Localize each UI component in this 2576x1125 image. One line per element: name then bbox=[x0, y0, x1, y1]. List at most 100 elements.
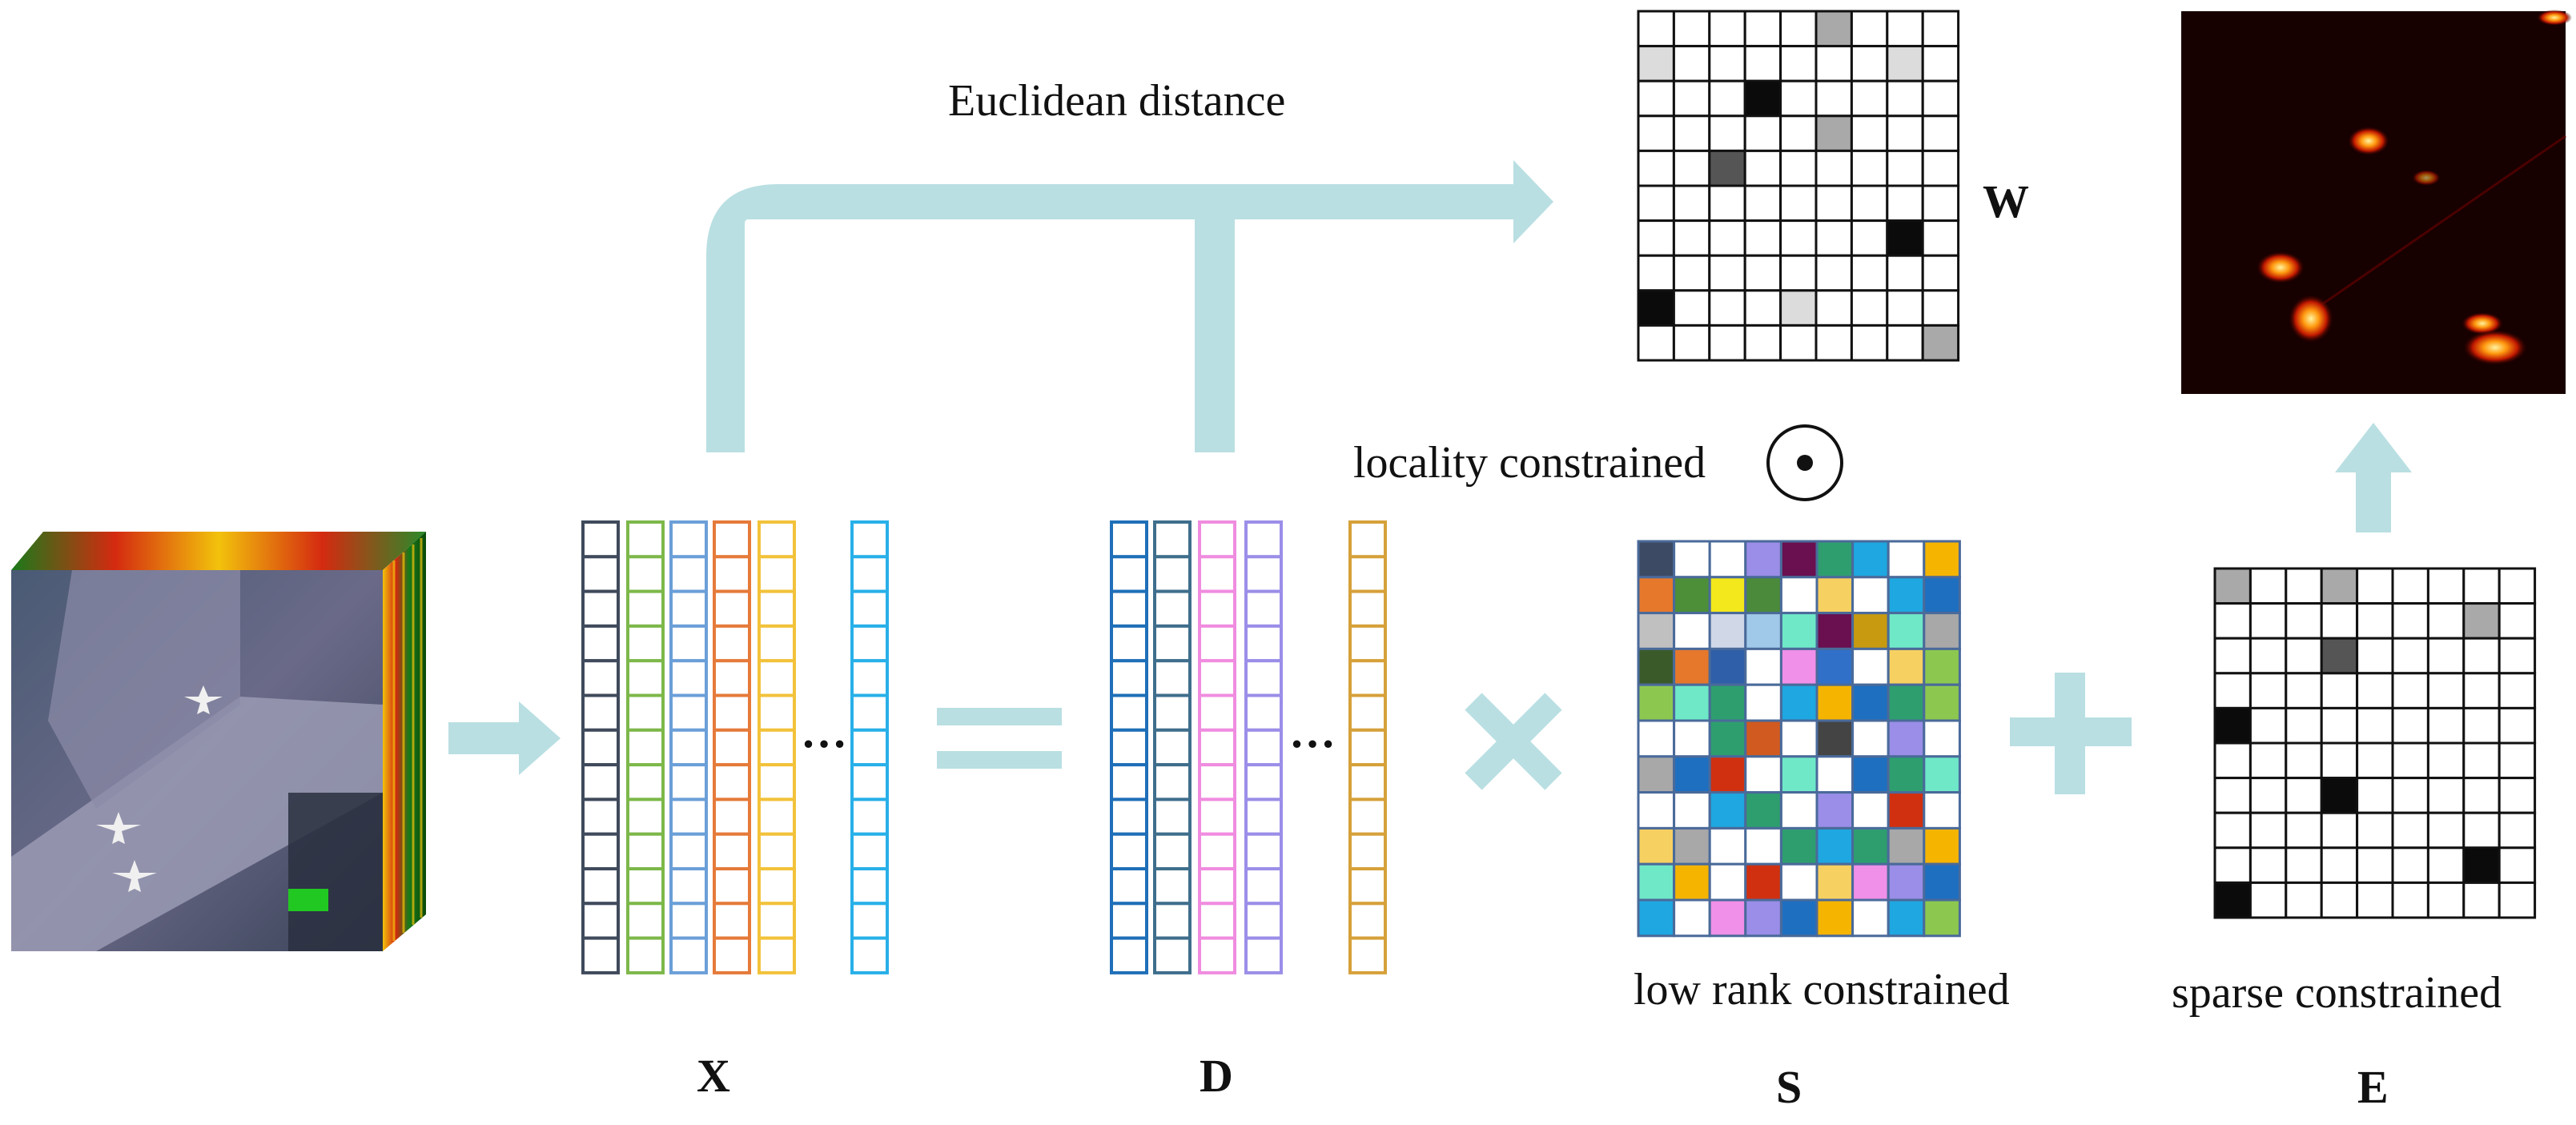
s-cell bbox=[1744, 719, 1782, 758]
aerial-building bbox=[288, 793, 383, 951]
w-cell bbox=[1850, 79, 1889, 118]
d-cell bbox=[1110, 520, 1148, 559]
e-cell bbox=[2320, 567, 2359, 605]
w-cell bbox=[1850, 219, 1889, 257]
d-cell bbox=[1198, 693, 1236, 732]
e-cell bbox=[2391, 637, 2429, 675]
d-cell bbox=[1244, 798, 1283, 836]
s-cell bbox=[1851, 683, 1890, 722]
x-ellipsis: … bbox=[801, 705, 847, 757]
w-cell bbox=[1672, 323, 1711, 362]
e-cell bbox=[2248, 672, 2288, 709]
e-cell bbox=[2391, 602, 2429, 640]
d-cell bbox=[1348, 798, 1387, 836]
e-cell bbox=[2391, 672, 2429, 709]
s-cell bbox=[1673, 719, 1711, 758]
matrix-x-columns bbox=[581, 520, 889, 974]
s-cell bbox=[1887, 612, 1926, 650]
d-cell bbox=[1153, 728, 1192, 767]
d-cell bbox=[1348, 555, 1387, 593]
s-cell bbox=[1744, 576, 1782, 615]
x-cell bbox=[581, 902, 620, 940]
s-cell bbox=[1923, 898, 1961, 938]
e-cell bbox=[2462, 846, 2501, 884]
d-column-1 bbox=[1110, 520, 1148, 974]
s-cell bbox=[1744, 647, 1782, 686]
e-cell bbox=[2391, 706, 2429, 745]
s-cell bbox=[1708, 612, 1747, 650]
x-column-3 bbox=[669, 520, 708, 974]
e-cell bbox=[2356, 811, 2394, 850]
s-cell bbox=[1851, 647, 1890, 686]
s-cell bbox=[1637, 791, 1676, 830]
x-cell bbox=[850, 555, 889, 593]
arrow-cube-to-x bbox=[448, 701, 561, 775]
x-cell bbox=[626, 902, 665, 940]
w-cell bbox=[1672, 289, 1711, 327]
e-cell bbox=[2213, 637, 2252, 675]
w-cell bbox=[1637, 219, 1675, 257]
x-cell bbox=[758, 763, 796, 802]
x-cell bbox=[669, 763, 708, 802]
x-cell bbox=[669, 589, 708, 628]
w-cell bbox=[1921, 184, 1960, 223]
s-cell bbox=[1708, 755, 1747, 794]
d-cell bbox=[1348, 867, 1387, 906]
d-cell bbox=[1153, 936, 1192, 974]
s-cell bbox=[1708, 540, 1747, 579]
d-cell bbox=[1244, 936, 1283, 974]
e-cell bbox=[2391, 846, 2429, 884]
e-cell bbox=[2213, 881, 2252, 919]
e-cell bbox=[2320, 741, 2359, 780]
s-cell bbox=[1673, 826, 1711, 866]
e-cell bbox=[2248, 811, 2288, 850]
e-cell bbox=[2356, 567, 2394, 605]
d-cell bbox=[1198, 659, 1236, 697]
w-cell bbox=[1672, 79, 1711, 118]
w-cell bbox=[1886, 10, 1924, 48]
x-cell bbox=[581, 520, 620, 559]
w-cell bbox=[1743, 115, 1782, 152]
d-cell bbox=[1110, 693, 1148, 732]
w-cell bbox=[1886, 45, 1924, 82]
x-cell bbox=[850, 693, 889, 732]
d-cell bbox=[1110, 763, 1148, 802]
plus-sign bbox=[2010, 673, 2132, 794]
s-cell bbox=[1851, 862, 1890, 902]
w-cell bbox=[1779, 45, 1818, 82]
s-cell bbox=[1887, 791, 1926, 830]
e-cell bbox=[2320, 637, 2359, 675]
x-column-5 bbox=[758, 520, 796, 974]
w-cell bbox=[1708, 79, 1746, 118]
w-cell bbox=[1921, 79, 1960, 118]
e-cell bbox=[2426, 637, 2465, 675]
x-cell bbox=[713, 936, 751, 974]
x-cell bbox=[713, 832, 751, 870]
d-cell bbox=[1244, 520, 1283, 559]
x-column-6 bbox=[850, 520, 889, 974]
w-cell bbox=[1672, 45, 1711, 82]
e-cell bbox=[2426, 602, 2465, 640]
w-cell bbox=[1814, 323, 1853, 362]
d-cell bbox=[1198, 798, 1236, 836]
matrix-e-label: E bbox=[2357, 1061, 2389, 1113]
e-cell bbox=[2462, 881, 2501, 919]
d-cell bbox=[1244, 555, 1283, 593]
e-cell bbox=[2426, 706, 2465, 745]
d-cell bbox=[1244, 763, 1283, 802]
x-cell bbox=[669, 520, 708, 559]
x-cell bbox=[669, 624, 708, 663]
d-cell bbox=[1198, 520, 1236, 559]
x-cell bbox=[626, 555, 665, 593]
s-cell bbox=[1851, 719, 1890, 758]
e-cell bbox=[2320, 672, 2359, 709]
x-column-2 bbox=[626, 520, 665, 974]
e-cell bbox=[2356, 637, 2394, 675]
e-cell bbox=[2498, 637, 2537, 675]
s-cell bbox=[1779, 826, 1818, 866]
e-cell bbox=[2320, 777, 2359, 814]
x-cell bbox=[581, 555, 620, 593]
d-cell bbox=[1110, 589, 1148, 628]
x-cell bbox=[758, 659, 796, 697]
d-cell bbox=[1198, 867, 1236, 906]
